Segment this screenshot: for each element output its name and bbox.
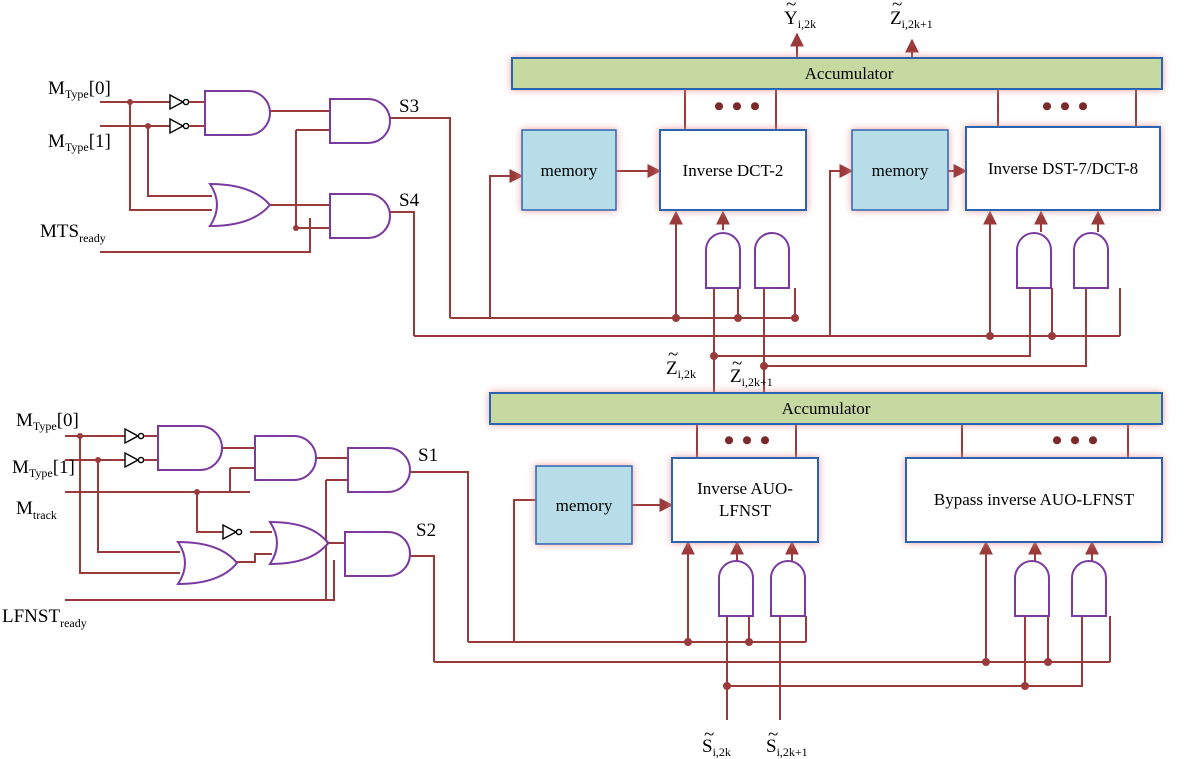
or-gate [176, 540, 239, 586]
output-z-odd: ~ Zi,2k+1 [890, 0, 933, 31]
select-s3-label: S3 [399, 96, 419, 117]
and-gate [754, 232, 790, 289]
input-lfnst-ready: LFNSTready [2, 606, 87, 630]
svg-text:Zi,2k+1: Zi,2k+1 [890, 8, 933, 31]
input-mtype1-top: MType[1] [48, 131, 111, 154]
select-s4-label: S4 [399, 190, 420, 211]
blocks: Accumulator • • • • • • memory Inverse D… [489, 57, 1163, 545]
input-mts-ready: MTSready [40, 221, 106, 245]
mid-z-even: ~ Zi,2k [666, 344, 696, 381]
inverter-gate [124, 451, 140, 469]
memory-block-3: memory [535, 465, 633, 545]
and-gate [329, 98, 391, 144]
logic-gates [124, 90, 1109, 617]
svg-text:~: ~ [892, 0, 902, 15]
memory-2-label: memory [872, 161, 929, 180]
and-gate [1071, 560, 1107, 617]
svg-text:~: ~ [768, 724, 778, 745]
inverter-gate [169, 117, 185, 135]
inverter-gate [169, 93, 185, 111]
inverter-gate [222, 523, 238, 541]
select-s2-label: S2 [416, 520, 436, 541]
svg-text:Si,2k: Si,2k [702, 736, 731, 759]
svg-text:~: ~ [668, 344, 678, 365]
svg-text:Zi,2k: Zi,2k [666, 358, 696, 381]
ellipsis-bottom-left: • • • [724, 424, 771, 457]
memory-1-label: memory [541, 161, 598, 180]
svg-text:~: ~ [732, 353, 742, 374]
inverter-gate [124, 427, 140, 445]
and-gate [329, 193, 391, 239]
memory-3-label: memory [556, 496, 613, 515]
or-gate [268, 520, 330, 566]
and-gate [347, 447, 411, 493]
and-gate [204, 90, 271, 136]
junction-dots [77, 99, 1056, 690]
svg-text:Si,2k+1: Si,2k+1 [766, 736, 808, 759]
accumulator-top-label: Accumulator [805, 64, 894, 83]
ellipsis-top-right: • • • [1042, 90, 1089, 123]
and-gate [344, 531, 411, 577]
bypass-block: Bypass inverse AUO-LFNST [905, 457, 1163, 543]
accumulator-bottom-label: Accumulator [782, 399, 871, 418]
and-gate [157, 425, 223, 471]
and-gate [254, 435, 317, 481]
inverse-auo-label-line2: LFNST [719, 501, 772, 520]
svg-text:Zi,2k+1: Zi,2k+1 [730, 366, 773, 389]
inverse-dct2-label: Inverse DCT-2 [683, 161, 784, 180]
svg-text:~: ~ [786, 0, 796, 15]
memory-block-1: memory [521, 129, 617, 211]
memory-block-2: memory [851, 129, 949, 211]
input-s-odd: ~ Si,2k+1 [766, 724, 808, 759]
and-gate [705, 232, 741, 289]
svg-text:~: ~ [704, 724, 714, 745]
ellipsis-bottom-right: • • • [1052, 424, 1099, 457]
bypass-label: Bypass inverse AUO-LFNST [934, 490, 1135, 509]
wires [65, 32, 1137, 720]
and-gate [1016, 232, 1052, 289]
svg-text:Yi,2k: Yi,2k [784, 8, 816, 31]
and-gate [770, 560, 806, 617]
input-mtype0-top: MType[0] [48, 78, 111, 101]
select-s1-label: S1 [418, 445, 438, 466]
mid-z-odd: ~ Zi,2k+1 [730, 353, 773, 389]
and-gate [1014, 560, 1050, 617]
input-s-even: ~ Si,2k [702, 724, 731, 759]
ellipsis-top-left: • • • [714, 90, 761, 123]
inverse-dct2-block: Inverse DCT-2 [659, 129, 807, 211]
or-gate [208, 182, 272, 228]
and-gate [1073, 232, 1109, 289]
input-mtype1-bottom: MType[1] [12, 457, 75, 480]
output-y-even: ~ Yi,2k [784, 0, 816, 31]
accumulator-bottom: Accumulator [489, 392, 1163, 425]
input-mtrack: Mtrack [16, 498, 57, 522]
accumulator-top: Accumulator [511, 57, 1163, 90]
inverse-dst7-block: Inverse DST-7/DCT-8 [965, 126, 1161, 211]
labels: MType[0] MType[1] MTSready S3 S4 MType[0… [2, 0, 933, 759]
and-gate [718, 560, 754, 617]
inverse-dst7-label: Inverse DST-7/DCT-8 [988, 159, 1138, 178]
input-mtype0-bottom: MType[0] [16, 410, 79, 433]
inverse-auo-label-line1: Inverse AUO- [697, 479, 793, 498]
inverse-auo-lfnst-block: Inverse AUO- LFNST [671, 457, 819, 543]
